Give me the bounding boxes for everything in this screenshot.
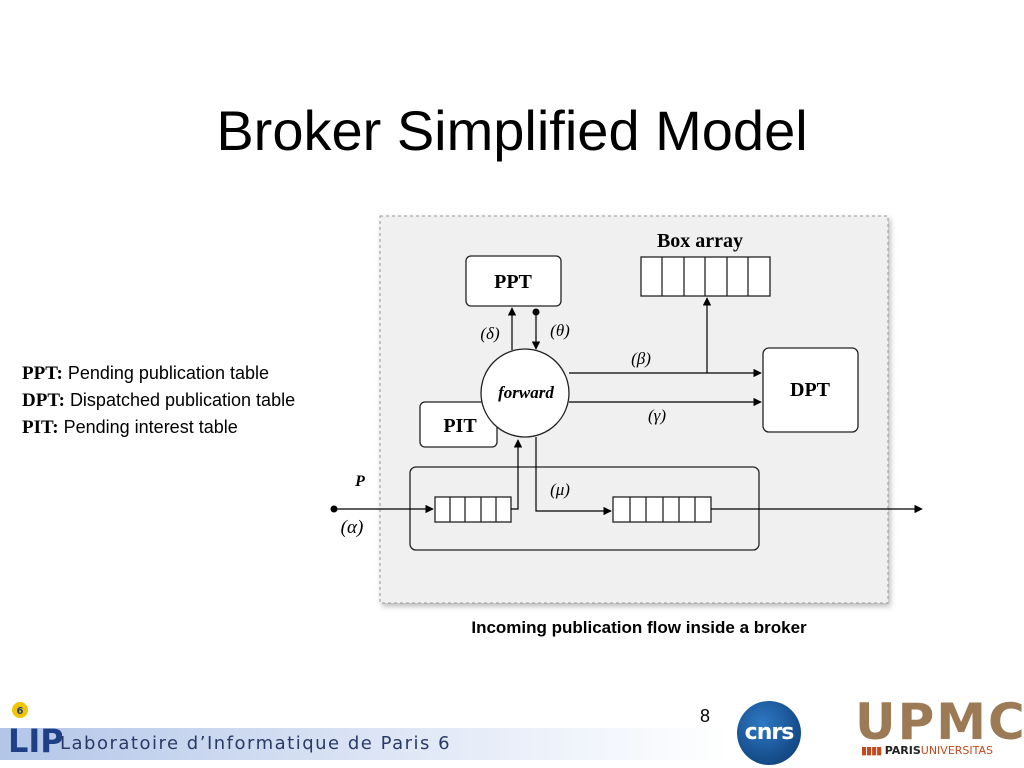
theta-label: (θ) <box>550 321 570 340</box>
lip6-logo-sub: 6 <box>17 706 24 717</box>
beta-label: (β) <box>631 349 651 368</box>
legend-text: Dispatched publication table <box>69 390 296 410</box>
abbreviation-legend: PPT: Pending publication table DPT: Disp… <box>22 360 295 441</box>
slide-title: Broker Simplified Model <box>216 99 808 162</box>
lip6-logo: 6 LIP <box>8 702 62 756</box>
figure-caption: Incoming publication flow inside a broke… <box>471 618 807 637</box>
upmc-paris: PARIS <box>884 744 921 757</box>
delta-label: (δ) <box>480 324 500 343</box>
ppt-label: PPT <box>494 271 532 293</box>
upmc-subtitle: ▮▮▮▮ PARISUNIVERSITAS <box>861 744 993 757</box>
forward-label: forward <box>498 383 554 402</box>
page-number: 8 <box>700 706 711 726</box>
mu-arrow <box>535 437 612 516</box>
pit-label: PIT <box>443 415 477 437</box>
legend-row-ppt: PPT: Pending publication table <box>22 360 295 387</box>
gamma-label: (γ) <box>648 406 666 425</box>
legend-row-pit: PIT: Pending interest table <box>22 414 295 441</box>
legend-abbr: PPT: <box>22 363 63 384</box>
alpha-label: (α) <box>341 517 364 538</box>
legend-text: Pending publication table <box>67 363 269 383</box>
legend-abbr: PIT: <box>22 417 59 438</box>
forward-node <box>480 348 570 438</box>
input-dot <box>330 505 338 513</box>
legend-row-dpt: DPT: Dispatched publication table <box>22 387 295 414</box>
lab-name: Laboratoire d’Informatique de Paris 6 <box>60 733 452 754</box>
legend-text: Pending interest table <box>63 417 238 437</box>
box-array-label: Box array <box>657 230 743 252</box>
cnrs-logo: cnrs <box>737 701 801 765</box>
lip6-logo-text: LIP <box>8 722 62 756</box>
dpt-label: DPT <box>790 379 831 401</box>
upmc-logo: UPMC <box>855 693 1024 751</box>
input-queue <box>434 496 512 523</box>
broker-flow-diagram: Box array PPT PIT DPT forward (δ) (θ) (β… <box>330 215 923 604</box>
queue-to-forward-arrow <box>511 439 523 510</box>
dpt-box <box>762 347 859 433</box>
ppt-box <box>465 255 562 307</box>
upmc-universitas: UNIVERSITAS <box>920 744 994 757</box>
box-array-cells <box>640 256 771 297</box>
p-label: P <box>354 473 365 490</box>
upmc-bars-icon: ▮▮▮▮ <box>861 744 882 757</box>
mu-label: (μ) <box>550 480 570 499</box>
legend-abbr: DPT: <box>22 390 65 411</box>
output-queue <box>612 496 712 523</box>
footer-band <box>0 728 730 760</box>
theta-dot <box>532 308 540 316</box>
